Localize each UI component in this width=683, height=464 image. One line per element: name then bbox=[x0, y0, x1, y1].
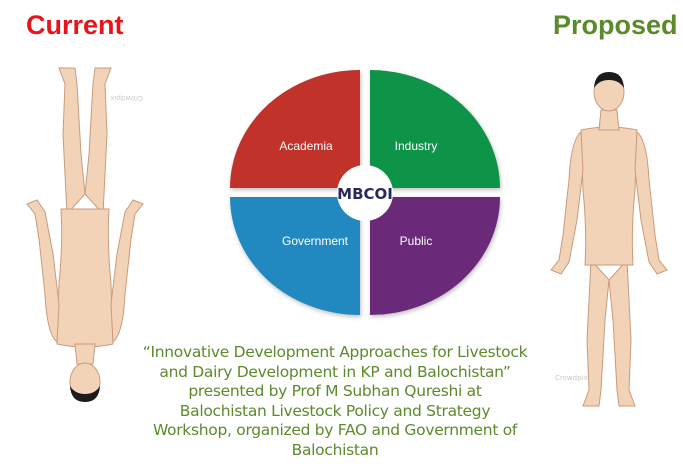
caption-line: Balochistan bbox=[291, 440, 379, 459]
quadrant-label-public: Public bbox=[400, 234, 433, 248]
mbcoi-quadrant-diagram: MBCOI Academia Industry Government Publi… bbox=[230, 70, 500, 315]
human-figure bbox=[26, 67, 144, 402]
quadrant-government bbox=[230, 197, 360, 315]
quadrant-academia bbox=[230, 70, 360, 188]
human-figure bbox=[550, 72, 668, 407]
center-label: MBCOI bbox=[337, 185, 393, 203]
quadrant-industry bbox=[370, 70, 500, 188]
figure-proposed-upright: Crowdpix bbox=[550, 72, 668, 407]
heading-current: Current bbox=[26, 10, 124, 40]
heading-proposed: Proposed bbox=[553, 10, 678, 40]
quadrant-label-academia: Academia bbox=[279, 139, 333, 153]
center-circle bbox=[337, 165, 393, 221]
caption-line: “Innovative Development Approaches for L… bbox=[142, 343, 528, 361]
figure-current-upside-down: Crowdpix bbox=[26, 67, 144, 402]
watermark-text: Crowdpix bbox=[555, 374, 588, 382]
quadrant-label-industry: Industry bbox=[395, 139, 438, 153]
caption: “Innovative Development Approaches for L… bbox=[100, 343, 570, 460]
watermark-text: Crowdpix bbox=[110, 94, 143, 102]
quadrant-public bbox=[370, 197, 500, 315]
quadrant-label-government: Government bbox=[282, 234, 349, 248]
caption-line: presented by Prof M Subhan Qureshi at bbox=[188, 382, 482, 400]
caption-line: and Dairy Development in KP and Balochis… bbox=[159, 362, 511, 381]
caption-line: Workshop, organized by FAO and Governmen… bbox=[152, 421, 518, 439]
caption-line: Balochistan Livestock Policy and Strateg… bbox=[179, 401, 491, 420]
